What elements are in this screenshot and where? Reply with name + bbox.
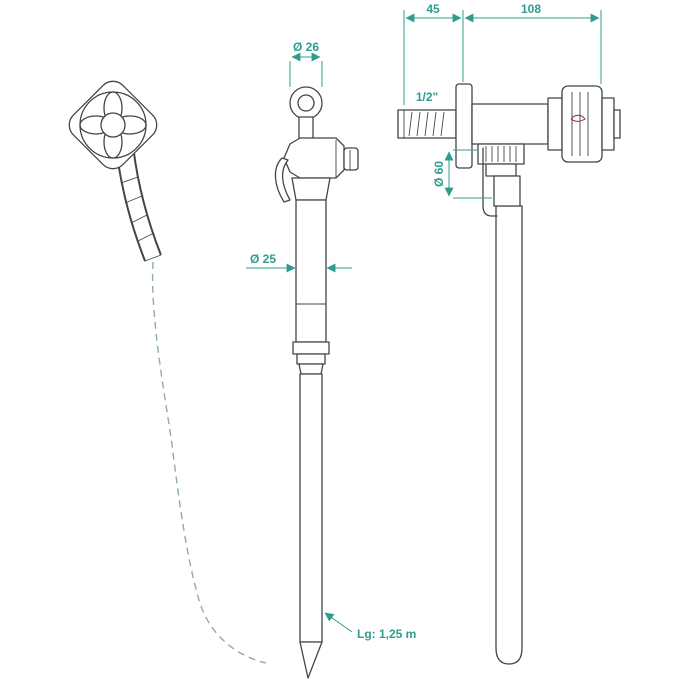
valve-body [471,103,549,145]
outlet-spacer [485,163,517,177]
nut-knurl-lines [485,146,517,162]
handle-hose-hatch [120,176,155,242]
ring-hook [298,116,314,140]
hose-length-leader [324,612,353,633]
hose-routing-dashed-line [151,261,267,664]
valve-handle-ridges [571,92,589,156]
valve-bonnet [547,97,563,151]
handle-hose-end [144,254,162,262]
hose-length-label: Lg: 1,25 m [357,627,416,641]
valve-handle [561,85,603,163]
inlet-pipe [397,109,457,139]
wire-clip [482,147,498,217]
hose-connector-nut [296,353,326,365]
handle-end-cap [601,97,615,151]
dim-flange-label: Ø 60 [432,161,446,187]
valve-side-view [397,83,621,665]
handle-top-view [68,80,267,664]
handle-center [100,112,126,138]
handle-end-button [613,109,621,139]
hose-connector-ring [292,341,330,355]
spray-nozzle-outlet [343,147,359,171]
dim-inlet-label: 1/2" [416,90,438,104]
handle-hose-fill [117,149,160,261]
dimension-annotations: 45 108 Ø 26 Ø 25 1/2" Ø 60 Lg: 1,25 m [246,2,602,641]
dim-45-label: 45 [426,2,440,16]
spray-neck [291,177,331,201]
dim-body-label: Ø 25 [250,252,276,266]
valve-hose [495,205,523,665]
dim-108-label: 108 [521,2,541,16]
inlet-thread-lines [408,111,445,137]
spray-gun-front-view [274,86,359,679]
hose-connector-taper [298,363,324,375]
outlet-knurled-nut [477,143,525,165]
trigger-lever [274,157,291,203]
wall-flange [455,83,473,169]
dim-ring-label: Ø 26 [293,40,319,54]
spray-body-cylinder [295,199,327,343]
outlet-tube [493,175,521,207]
hanging-ring-inner [297,94,315,112]
spray-head-body [283,137,345,179]
brand-mark [570,114,586,122]
spray-hose-tip [299,641,323,679]
